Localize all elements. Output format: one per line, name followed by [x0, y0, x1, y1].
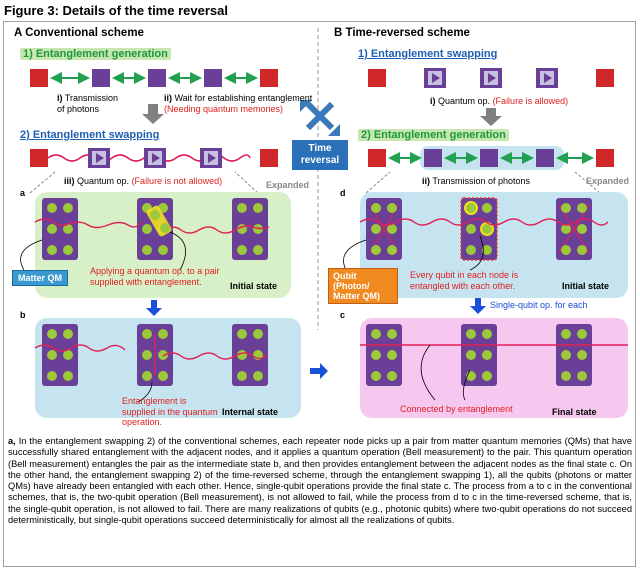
single-qubit-note: Single-qubit op. for each: [490, 300, 588, 310]
play-icon: [208, 153, 216, 163]
panel-d-nodes: [343, 197, 609, 271]
panel-c-nodes: [360, 324, 628, 401]
end-node-icon: [30, 69, 48, 87]
right-section-title: B Time-reversed scheme: [334, 27, 470, 39]
panel-c-letter: c: [340, 310, 346, 320]
left-section-title: A Conventional scheme: [14, 27, 144, 39]
end-node-icon: [260, 69, 278, 87]
figure-border: [3, 21, 636, 567]
left-step1: 1) Entanglement generation: [20, 48, 171, 60]
qubit-label: Qubit (Photon/ Matter QM): [328, 268, 398, 304]
repeater-node-icon: [204, 69, 222, 87]
left-row1: [30, 69, 278, 87]
right-step-i: i) Quantum op. (Failure is allowed): [430, 96, 569, 106]
initial-state-left: Initial state: [230, 281, 278, 291]
right-step-ii: ii) Transmission of photons: [422, 176, 531, 186]
panel-a-letter: a: [20, 188, 26, 198]
panel-a-nodes: [20, 198, 270, 271]
caption-panel-letter: a,: [8, 436, 16, 446]
matter-qm-label: Matter QM: [12, 270, 69, 286]
figure-title: Figure 3: Details of the time reversal: [4, 3, 228, 18]
right-step2: 2) Entanglement generation: [358, 129, 509, 141]
left-step-i: i) Transmission of photons: [57, 93, 119, 114]
panel-b-letter: b: [20, 310, 26, 320]
right-step1: 1) Entanglement swapping: [358, 48, 498, 60]
right-expanded-label: Expanded: [586, 176, 630, 186]
panel-b-nodes: [34, 324, 268, 403]
time-reversal-icon: [300, 100, 340, 136]
left-step-ii: ii) Wait for establishing entanglement (…: [164, 93, 313, 114]
caption-text: In the entanglement swapping 2) of the c…: [8, 436, 632, 526]
right-row2: [365, 146, 614, 194]
repeater-node-icon: [92, 69, 110, 87]
panel-d-note: Every qubit in each node is entangled wi…: [410, 270, 519, 291]
blue-down-arrow-icon: [146, 300, 162, 316]
left-step-iii: iii) Quantum op. (Failure is not allowed…: [64, 176, 223, 186]
down-arrow-icon: [142, 104, 164, 124]
repeater-node-icon: [148, 69, 166, 87]
panel-d-letter: d: [340, 188, 346, 198]
panel-b-note: Entanglement is supplied in the quantum …: [122, 396, 218, 427]
play-icon: [152, 153, 160, 163]
left-row2: [29, 148, 278, 194]
internal-state-label: Internal state: [222, 407, 279, 417]
figure-caption: a, In the entanglement swapping 2) of th…: [8, 436, 632, 526]
blue-right-arrow-icon: [310, 363, 328, 379]
left-step2: 2) Entanglement swapping: [20, 129, 160, 141]
initial-state-right: Initial state: [562, 281, 610, 291]
final-state-label: Final state: [552, 407, 597, 417]
diagram-canvas: [20, 28, 628, 418]
time-reversal-label: Time reversal: [292, 140, 348, 170]
play-icon: [96, 153, 104, 163]
right-row1: [368, 68, 614, 88]
panel-c-note: Connected by entanglement: [400, 404, 513, 414]
left-expanded-label: Expanded: [266, 180, 310, 190]
panel-a-note: Applying a quantum op. to a pair supplie…: [90, 266, 220, 287]
